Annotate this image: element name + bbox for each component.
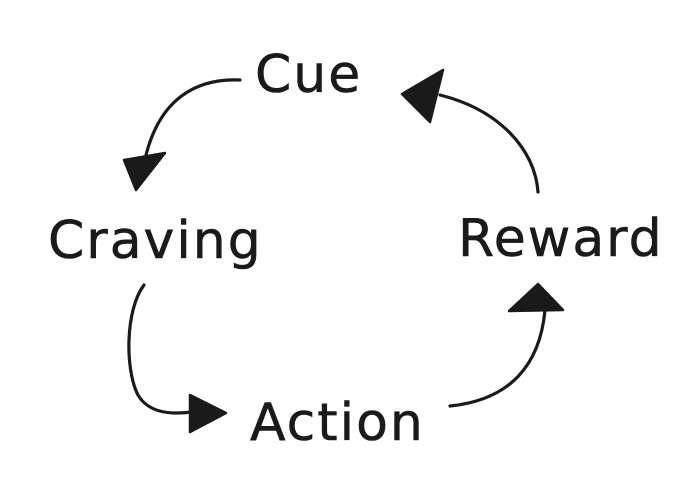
edge-cue-to-craving-line (144, 78, 242, 157)
edge-action-to-reward-line (448, 308, 547, 408)
edge-craving-to-action-arrowhead (188, 393, 228, 434)
edge-craving-to-action-line (127, 283, 194, 415)
edge-reward-to-cue-line (438, 93, 540, 194)
edge-cue-to-craving-arrowhead (122, 151, 167, 192)
node-craving: Craving (48, 211, 263, 271)
node-reward: Reward (458, 209, 664, 269)
edge-action-to-reward (448, 282, 565, 408)
edge-action-to-reward-arrowhead (507, 282, 565, 313)
edge-craving-to-action (127, 283, 228, 434)
node-action: Action (250, 393, 425, 453)
edge-reward-to-cue-arrowhead (400, 68, 445, 124)
node-cue: Cue (255, 45, 362, 105)
edge-reward-to-cue (400, 68, 540, 194)
edge-cue-to-craving (122, 78, 242, 192)
